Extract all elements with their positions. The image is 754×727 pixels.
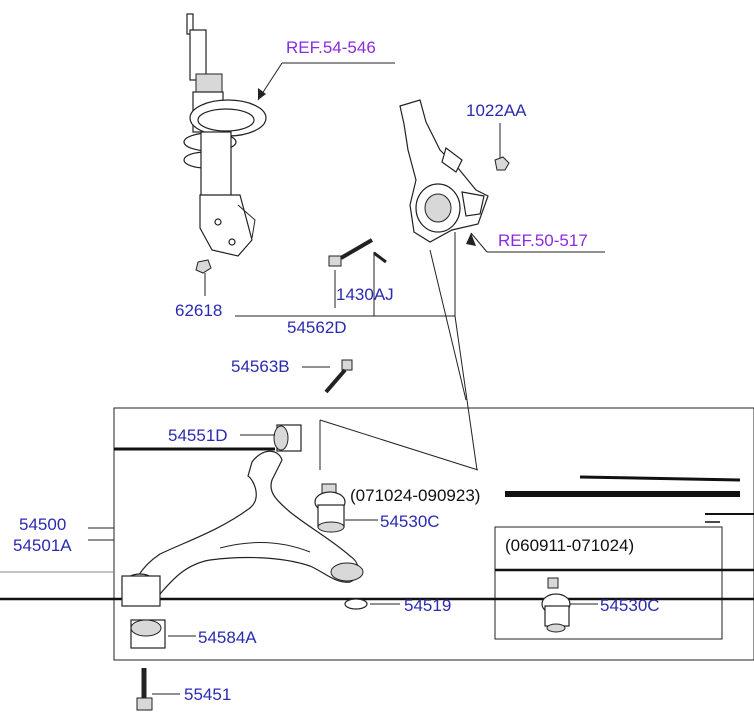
label-54562D[interactable]: 54562D xyxy=(287,318,347,337)
label-54563B[interactable]: 54563B xyxy=(231,357,290,376)
label-54551D[interactable]: 54551D xyxy=(168,426,228,445)
label-date-range-old: (060911-071024) xyxy=(505,536,634,555)
rule-3 xyxy=(579,475,741,482)
pin-1430AJ xyxy=(373,251,387,264)
ball-joint-54530C-old xyxy=(541,577,571,633)
label-54500[interactable]: 54500 xyxy=(19,515,66,534)
label-62618[interactable]: 62618 xyxy=(175,301,222,320)
label-55451[interactable]: 55451 xyxy=(184,685,231,704)
label-ref-54-546[interactable]: REF.54-546 xyxy=(286,38,376,57)
label-54519[interactable]: 54519 xyxy=(404,596,451,615)
bushing-54584A xyxy=(130,619,166,649)
ref-54-546-arrow xyxy=(258,88,266,100)
lower-arm-group-frame xyxy=(113,407,754,661)
label-54501A[interactable]: 54501A xyxy=(13,536,72,555)
lower-control-arm xyxy=(121,450,364,607)
label-54530C-new[interactable]: 54530C xyxy=(380,512,440,531)
label-1022AA[interactable]: 1022AA xyxy=(466,101,527,120)
nut-62618 xyxy=(195,259,212,274)
label-54584A[interactable]: 54584A xyxy=(198,628,257,647)
nut-1022AA xyxy=(494,156,510,171)
label-ref-50-517[interactable]: REF.50-517 xyxy=(498,231,588,250)
washer-54519 xyxy=(344,598,368,610)
label-54530C-old[interactable]: 54530C xyxy=(600,596,660,615)
leader-lines xyxy=(88,62,605,695)
label-date-range-new: (071024-090923) xyxy=(350,486,480,505)
bolt-54562D xyxy=(328,238,374,267)
ref-50-517-arrow xyxy=(466,233,476,246)
steering-knuckle xyxy=(399,99,489,243)
strut-assembly xyxy=(183,13,267,257)
bolt-55451 xyxy=(136,668,153,711)
label-1430AJ[interactable]: 1430AJ xyxy=(336,285,394,304)
bolt-54563B xyxy=(324,359,353,394)
ball-joint-54530C-new xyxy=(314,483,346,533)
ball-joint-variant-frame xyxy=(494,526,723,640)
bushing-54551D xyxy=(273,424,302,452)
